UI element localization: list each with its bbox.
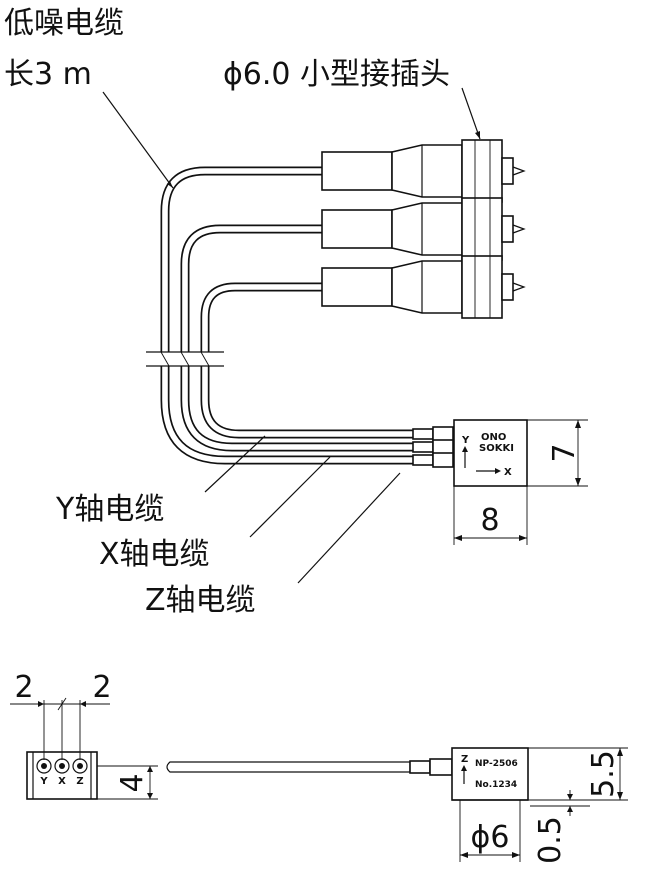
connector-1 [321, 139, 526, 203]
dim-base-offset-0-5: 0.5 [530, 790, 590, 864]
dim-side-diameter-6: ϕ6 [459, 800, 521, 862]
dim-label-7: 7 [547, 443, 582, 462]
label-low-noise-cable: 低噪电缆 [4, 6, 124, 41]
serial-number: No.1234 [475, 780, 517, 790]
dim-label-4: 4 [115, 773, 150, 792]
axis-x-marker: X [504, 467, 512, 478]
dim-label-pitch-left: 2 [14, 670, 33, 705]
dim-label-pitch-right: 2 [92, 670, 111, 705]
axis-y-marker: Y [461, 435, 470, 446]
label-x-cable: X轴电缆 [99, 537, 210, 572]
side-view: Z NP-2506 No.1234 5.5 0.5 [166, 747, 628, 864]
dim-label-0-5: 0.5 [533, 816, 568, 864]
label-cable-length: 长3 m [4, 57, 92, 92]
dim-width-8: 8 [453, 486, 528, 545]
pin-label-z: Z [76, 776, 83, 787]
dim-side-height-5-5: 5.5 [528, 747, 628, 801]
connector-3 [321, 255, 526, 319]
brand-ono: ONO [481, 432, 506, 443]
brand-sokki: SOKKI [479, 443, 514, 454]
leader-lines [102, 87, 481, 584]
dim-height-7: 7 [527, 419, 588, 487]
top-view: Y ONO SOKKI X 7 8 [4, 6, 588, 618]
pin-z: Z [72, 758, 88, 787]
cable-break-symbol [146, 351, 224, 367]
label-connector: ϕ6.0 小型接插头 [223, 57, 450, 92]
pin-label-x: X [58, 776, 66, 787]
dim-pin-pitch: 2 2 [10, 670, 112, 760]
label-z-cable: Z轴电缆 [145, 583, 256, 618]
model-number: NP-2506 [475, 759, 518, 769]
axis-z-marker: Z [461, 754, 468, 765]
dim-label-phi-6: ϕ6 [471, 820, 510, 855]
connector-2 [321, 197, 526, 261]
end-view: Y X Z 2 2 [10, 670, 158, 800]
sensor-body-top: Y ONO SOKKI X [453, 419, 528, 487]
dim-label-8: 8 [480, 503, 499, 538]
dim-label-5-5: 5.5 [586, 750, 621, 798]
dim-end-height-4: 4 [97, 765, 158, 800]
cable-ferrules-top [412, 426, 454, 468]
pin-label-y: Y [39, 776, 48, 787]
label-y-cable: Y轴电缆 [55, 492, 164, 527]
